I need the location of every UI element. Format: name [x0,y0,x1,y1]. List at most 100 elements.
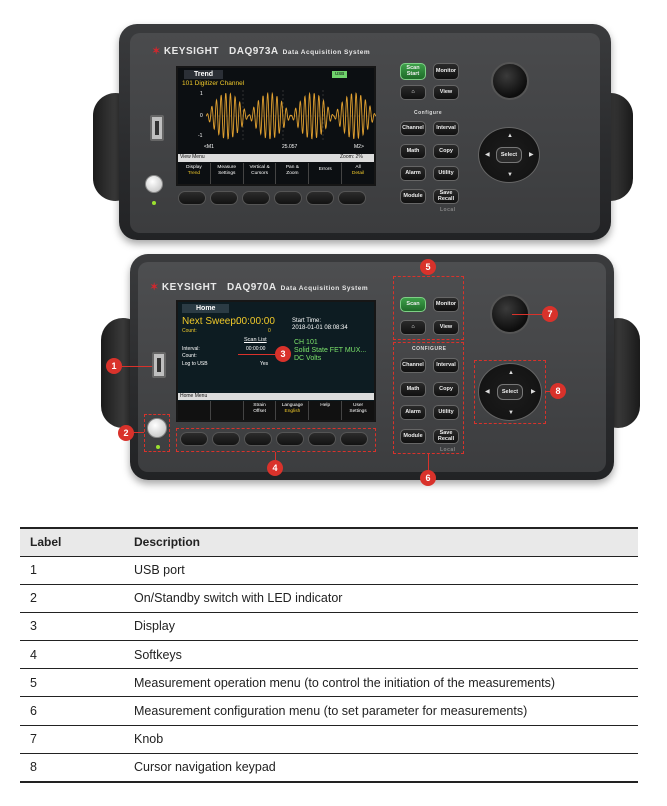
keysight-logo-icon: ✶ [152,46,161,57]
menu-name: View Menu [180,154,205,160]
softkey-button[interactable] [178,191,206,205]
start-time-value: 2018-01-01 08:08:34 [292,325,348,331]
callout-line-3 [238,354,275,355]
arrow-right-icon[interactable]: ▶ [529,152,534,158]
utility-button[interactable]: Utility [433,166,459,181]
interval-button[interactable]: Interval [433,358,459,373]
callout-marker-3: 3 [275,346,291,362]
row-label: 1 [20,555,124,585]
power-button[interactable] [147,418,167,438]
utility-button[interactable]: Utility [433,405,459,420]
channel-button[interactable]: Channel [400,358,426,373]
column-header-description: Description [124,527,638,556]
configure-label: CONFIGURE [412,346,447,352]
keysight-logo-icon: ✶ [150,282,159,293]
zoom-readout: Zoom: 2% [340,154,363,160]
home-button[interactable]: ⌂ [400,85,426,100]
arrow-up-icon[interactable]: ▲ [507,133,513,139]
save-recall-button[interactable]: Save Recall [433,429,459,444]
softkey-button[interactable] [338,191,366,205]
callout-line-4 [275,452,276,460]
scan-button[interactable]: Scan [400,297,426,312]
arrow-down-icon[interactable]: ▼ [507,172,513,178]
navigation-keypad[interactable]: Select ▲ ▼ ◀ ▶ [478,127,540,183]
softkey-button[interactable] [308,432,336,446]
softkey-button[interactable] [180,432,208,446]
display-screen: Home Next Sweep: 00:00:00 Count: 0 Start… [176,300,376,422]
row-description: USB port [124,555,638,585]
power-button[interactable] [145,175,163,193]
save-recall-button[interactable]: Save Recall [433,189,459,204]
rotary-knob[interactable] [491,62,529,100]
navigation-keypad[interactable]: Select ▲ ▼ ◀ ▶ [478,363,542,421]
callout-marker-5: 5 [420,259,436,275]
view-button[interactable]: View [433,320,459,335]
softkey-button[interactable] [242,191,270,205]
softkey-label: Pan &Zoom [276,163,310,184]
view-button[interactable]: View [433,85,459,100]
monitor-button[interactable]: Monitor [433,297,459,312]
softkey-button[interactable] [340,432,368,446]
module-button[interactable]: Module [400,189,426,204]
local-label: Local [440,447,456,453]
callout-box-6 [393,342,464,454]
usb-port[interactable] [152,352,166,378]
monitor-button[interactable]: Monitor [433,63,459,80]
arrow-left-icon[interactable]: ◀ [485,152,490,158]
usb-port[interactable] [150,115,164,141]
softkey-button[interactable] [306,191,334,205]
select-button[interactable]: Select [497,384,523,400]
alarm-button[interactable]: Alarm [400,405,426,420]
scan-start-button[interactable]: Scan Start [400,63,426,80]
copy-button[interactable]: Copy [433,382,459,397]
callout-line-1 [122,366,152,367]
alarm-button[interactable]: Alarm [400,166,426,181]
channel-line-2: Solid State FET MUX... [294,347,367,354]
row-label: 3 [20,611,124,641]
select-button[interactable]: Select [496,147,522,163]
channel-line-1: CH 101 [294,339,318,346]
module-button[interactable]: Module [400,429,426,444]
math-button[interactable]: Math [400,144,426,159]
arrow-right-icon[interactable]: ▶ [531,389,536,395]
interval-button[interactable]: Interval [433,121,459,136]
math-button[interactable]: Math [400,382,426,397]
usb-badge: USB [332,71,348,78]
menu-bar [178,393,374,400]
column-header-label: Label [20,527,124,556]
softkey-button[interactable] [274,191,302,205]
softkey-row [178,191,366,205]
arrow-down-icon[interactable]: ▼ [508,410,514,416]
copy-button[interactable]: Copy [433,144,459,159]
softkey-button[interactable] [210,191,238,205]
log-label: Log to USB [182,361,208,367]
callout-line-7 [512,314,542,315]
row-description: Display [124,611,638,641]
softkey-label: Errors [309,163,343,184]
display-screen: Trend USB 101 Digitizer Channel 1 0 -1 <… [176,66,376,186]
brand-name: KEYSIGHT [161,282,218,293]
next-sweep-label: Next Sweep: [182,316,239,327]
softkey-label [211,401,244,420]
arrow-left-icon[interactable]: ◀ [485,389,490,395]
home-button[interactable]: ⌂ [400,320,426,335]
softkey-row [180,432,368,446]
row-description: Measurement configuration menu (to set p… [124,696,638,726]
menu-bar [178,154,374,162]
channel-button[interactable]: Channel [400,121,426,136]
softkey-button[interactable] [212,432,240,446]
channel-title: 101 Digitizer Channel [182,80,245,87]
menu-name: Home Menu [180,393,208,399]
arrow-up-icon[interactable]: ▲ [508,370,514,376]
softkey-button[interactable] [244,432,272,446]
softkey-button[interactable] [276,432,304,446]
power-led [152,201,156,205]
callout-box-5 [393,276,464,340]
